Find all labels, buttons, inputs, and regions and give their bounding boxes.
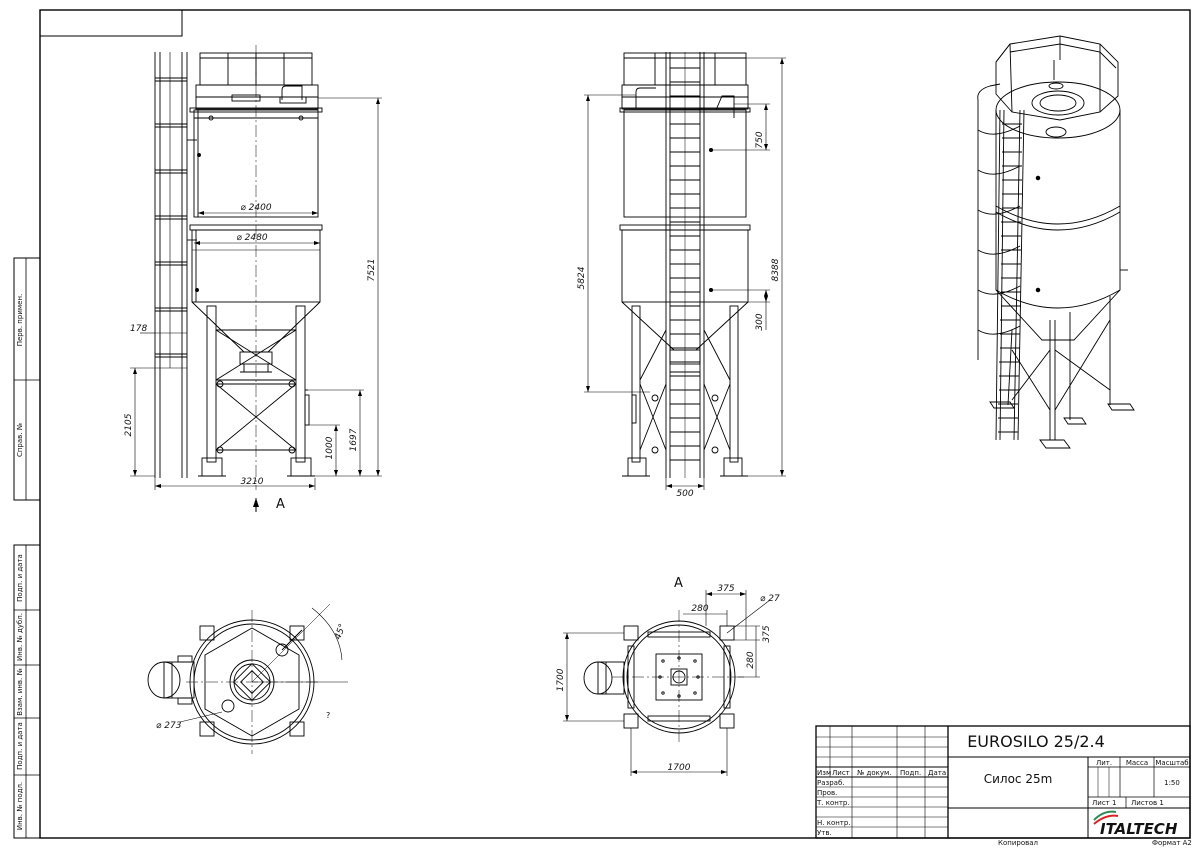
mass-label: Масса [1126, 759, 1148, 767]
dim-width-3210: 3210 [241, 477, 264, 487]
dim-height-8388: 8388 [771, 258, 781, 281]
col-header-change: Изм [817, 769, 831, 777]
stamp-orig-inv: Инв. № подл. [16, 782, 24, 830]
view-a-arrow-heads [565, 592, 746, 774]
dim-280-side: 280 [746, 651, 756, 668]
front-dimension-lines [130, 97, 382, 512]
col-header-sign: Подп. [900, 769, 921, 777]
col-header-sheet: Лист [832, 769, 850, 777]
iso-railing [995, 35, 1119, 121]
role-checked: Пров. [817, 789, 837, 797]
side-stamp: Перв. примен. Справ. № Подп. и дата Инв.… [16, 294, 24, 830]
front-dimension-texts: ⌀ 2400 ⌀ 2480 7521 178 2105 1697 1000 32… [124, 203, 377, 512]
scale-label: Масштаб [1155, 759, 1188, 767]
sheet-number: Лист 1 [1092, 799, 1116, 807]
dim-300: 300 [755, 313, 765, 330]
dim-height-2105: 2105 [124, 413, 134, 436]
dim-width-500: 500 [676, 489, 693, 499]
stamp-dup-inv: Инв. № дубл. [16, 613, 24, 661]
italtech-logo: ITALTECH [1093, 810, 1178, 838]
drawing-name: Силос 25m [984, 772, 1053, 786]
front-arrow-heads [133, 98, 380, 507]
side-arrow-heads [586, 58, 784, 488]
dim-375-top: 375 [717, 584, 734, 594]
dim-diameter-27: ⌀ 27 [760, 594, 780, 604]
view-a-motor [583, 661, 625, 695]
dim-178: 178 [130, 324, 147, 334]
col-header-doc: № докум. [857, 769, 892, 777]
dim-diameter-2400: ⌀ 2400 [240, 203, 271, 213]
col-header-date: Дата [928, 769, 946, 777]
front-ladder [154, 52, 197, 478]
dim-width-1700: 1700 [668, 763, 691, 773]
stamp-sign-date-2: Подп. и дата [16, 722, 24, 770]
view-a-label: A [674, 576, 683, 591]
role-norm-control: Н. контр. [817, 819, 851, 827]
side-ladder [665, 52, 705, 478]
side-dimension-texts: 5824 8388 750 300 500 [577, 131, 781, 499]
dim-height-1000: 1000 [325, 436, 335, 459]
role-developer: Разраб. [817, 779, 845, 787]
stamp-first-use: Перв. примен. [16, 294, 24, 347]
dim-diameter-273: ⌀ 273 [156, 721, 182, 731]
iso-legs [989, 296, 1135, 449]
designation: EUROSILO 25/2.4 [967, 732, 1105, 751]
side-dimension-lines [584, 57, 786, 490]
format-label: Формат A2 [1152, 839, 1192, 847]
logo-text: ITALTECH [1100, 820, 1178, 838]
iso-shell [995, 81, 1128, 341]
stamp-ref-no: Справ. № [16, 423, 24, 457]
iso-ladder [977, 83, 1025, 441]
dim-height-1700: 1700 [556, 668, 566, 691]
plan-motor [147, 655, 195, 705]
dim-750: 750 [755, 131, 765, 148]
dim-height-7521: 7521 [367, 259, 377, 282]
role-approved: Утв. [817, 829, 832, 837]
copied-label: Копировал [998, 839, 1038, 847]
dim-height-5824: 5824 [577, 266, 587, 289]
view-a [563, 590, 771, 776]
sheet-count: Листов 1 [1131, 799, 1164, 807]
view-mark-a: A [276, 497, 285, 512]
side-view [584, 52, 786, 490]
front-view [130, 45, 382, 512]
title-block: EUROSILO 25/2.4 Силос 25m Изм Лист № док… [815, 725, 1192, 847]
dim-280-top: 280 [691, 604, 708, 614]
sheet-frame [13, 9, 1191, 839]
stamp-replace-inv: Взам. инв. № [16, 668, 24, 716]
stamp-sign-date-1: Подп. и дата [16, 554, 24, 602]
view-a-dimension-texts: A 375 280 ⌀ 27 375 280 1700 1700 [556, 576, 780, 773]
dim-diameter-2480: ⌀ 2480 [236, 233, 267, 243]
lit-label: Лит. [1096, 759, 1112, 767]
side-legs [622, 305, 748, 477]
dim-375-side: 375 [762, 625, 772, 642]
plan-view [147, 603, 348, 754]
role-tech-control: Т. контр. [816, 799, 850, 807]
plan-note-mark: ? [326, 711, 330, 720]
scale-value: 1:50 [1164, 779, 1180, 787]
view-a-dimension-lines [563, 590, 771, 776]
dim-height-1697: 1697 [349, 428, 359, 451]
isometric-view [977, 35, 1135, 449]
